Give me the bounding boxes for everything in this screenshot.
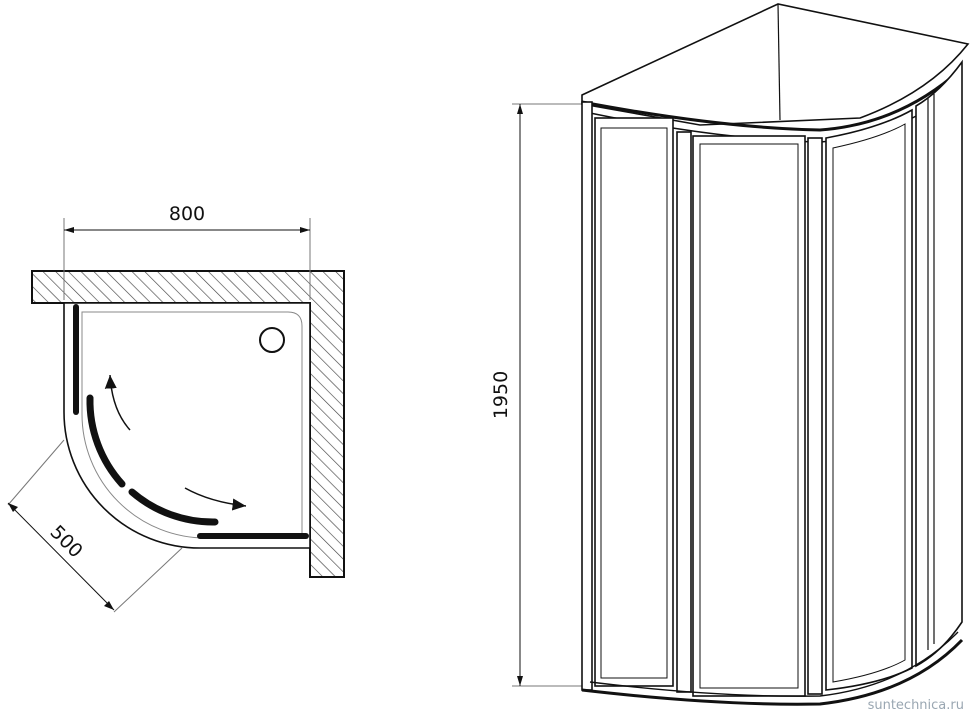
watermark: suntechnica.ru: [867, 698, 964, 713]
front-fixed-panel-right: [915, 59, 963, 668]
front-sliding-door-left: [692, 135, 806, 697]
height-dimension: 1950: [490, 103, 585, 687]
door-profile-left: [676, 131, 692, 693]
open-arrow-up: [104, 374, 131, 431]
shower-tray-rim: [81, 311, 303, 539]
wall-hatched: [31, 270, 345, 578]
open-arrow-right: [184, 487, 247, 511]
shower-tray-outline: [63, 302, 311, 549]
frame-bottom-rail: [581, 638, 964, 706]
width-dimension: 800: [63, 203, 311, 300]
front-fixed-panel-left: [594, 117, 674, 687]
sliding-door-right: [128, 488, 219, 526]
sliding-door-left: [86, 394, 126, 488]
cabin-top: [581, 3, 970, 126]
width-dimension-label: 800: [169, 203, 205, 225]
door-profile-right: [807, 137, 823, 695]
front-sliding-door-right: [825, 108, 913, 691]
frame-top-rail: [581, 68, 962, 132]
frame-left-profile: [581, 101, 593, 691]
radius-dimension-label: 500: [46, 521, 87, 562]
plan-view: 800 500: [7, 203, 345, 613]
drain-icon: [259, 327, 285, 353]
height-dimension-label: 1950: [490, 371, 512, 419]
front-view: 1950: [490, 3, 970, 706]
